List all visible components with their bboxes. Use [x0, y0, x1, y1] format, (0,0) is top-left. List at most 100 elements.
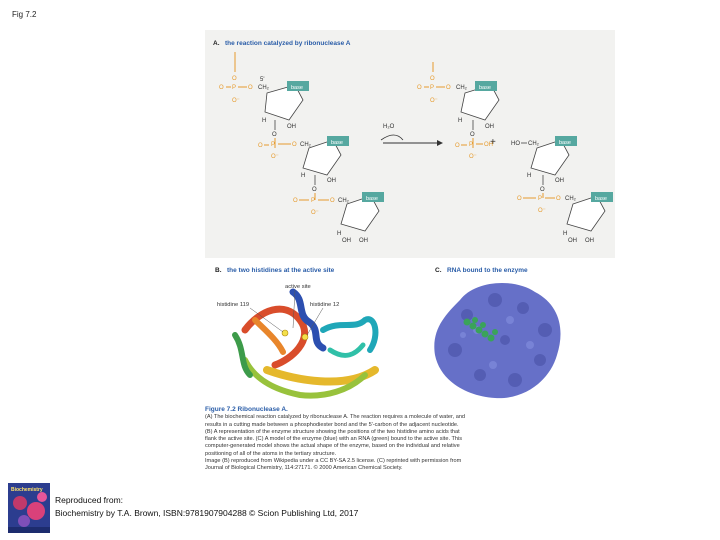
svg-text:H: H	[337, 231, 341, 237]
caption-line: computer-generated model shows the actua…	[205, 443, 460, 450]
svg-text:H: H	[527, 173, 531, 179]
svg-text:P: P	[469, 142, 473, 148]
svg-text:O: O	[540, 187, 545, 193]
svg-text:base: base	[291, 85, 303, 91]
credit-line: Biochemistry by T.A. Brown, ISBN:9781907…	[55, 508, 359, 518]
figure-caption: Figure 7.2 Ribonuclease A. (A) The bioch…	[205, 406, 605, 473]
caption-line: results in a cutting made between a phos…	[205, 421, 459, 428]
svg-text:base: base	[559, 140, 571, 146]
svg-text:P: P	[311, 198, 315, 204]
source-credit: Reproduced from: Biochemistry by T.A. Br…	[55, 494, 358, 520]
svg-text:O: O	[258, 143, 263, 149]
svg-text:base: base	[331, 140, 343, 146]
svg-text:CH₂: CH₂	[528, 141, 540, 147]
svg-text:O: O	[417, 85, 422, 91]
svg-text:CH₂: CH₂	[258, 85, 270, 91]
svg-text:5': 5'	[260, 77, 264, 83]
enzyme-ribbon-structure	[232, 288, 379, 399]
svg-text:O⁻: O⁻	[271, 154, 279, 160]
panel-b-title: the two histidines at the active site	[227, 267, 335, 274]
caption-title: Figure 7.2 Ribonuclease A.	[205, 406, 288, 413]
caption-line: positioning of all of the atoms in the t…	[205, 450, 337, 457]
svg-text:O⁻: O⁻	[232, 98, 240, 104]
plus-sign: +	[490, 137, 496, 148]
svg-text:P: P	[232, 85, 236, 91]
svg-text:O: O	[312, 187, 317, 193]
base-box	[362, 192, 384, 202]
svg-text:CH₂: CH₂	[338, 198, 350, 204]
rna-strand	[463, 317, 498, 342]
svg-text:O⁻: O⁻	[430, 98, 438, 104]
svg-text:O: O	[430, 76, 435, 82]
svg-text:O: O	[272, 132, 277, 138]
svg-text:OH: OH	[327, 178, 336, 184]
phosphate-group: O P O⁻ O	[258, 138, 297, 160]
base-box	[327, 136, 349, 146]
svg-text:O: O	[248, 85, 253, 91]
svg-text:O: O	[292, 142, 297, 148]
svg-text:O: O	[293, 198, 298, 204]
svg-text:H: H	[563, 231, 567, 237]
svg-text:O: O	[470, 132, 475, 138]
phosphate-group: O P O⁻ O	[293, 193, 335, 216]
svg-text:O: O	[219, 85, 224, 91]
svg-text:OH: OH	[485, 124, 494, 130]
svg-text:O⁻: O⁻	[469, 154, 477, 160]
svg-text:CH₂: CH₂	[300, 142, 312, 148]
panel-c-title: RNA bound to the enzyme	[447, 267, 528, 274]
svg-text:CH₂: CH₂	[456, 85, 468, 91]
svg-text:O⁻: O⁻	[538, 208, 546, 214]
panel-a-title: the reaction catalyzed by ribonuclease A	[225, 40, 351, 47]
substrate-trinucleotide: O O P O⁻ O 5' CH₂ base H O OH O P O⁻ O C…	[219, 52, 384, 244]
caption-line: Journal of Biological Chemistry, 114:271…	[205, 465, 403, 472]
label-histidine-12: histidine 12	[310, 302, 339, 308]
svg-text:P: P	[430, 85, 434, 91]
reaction-arrow: H₂O	[380, 124, 443, 146]
product-nucleotide: O O P O⁻ O CH₂ base H O OH O P O⁻ OH	[417, 62, 500, 160]
svg-text:O: O	[330, 198, 335, 204]
svg-text:base: base	[366, 196, 378, 202]
svg-text:P: P	[271, 142, 275, 148]
enzyme-surface-model	[434, 282, 561, 399]
svg-text:base: base	[595, 196, 607, 202]
caption-line: (A) The biochemical reaction catalyzed b…	[205, 414, 466, 421]
svg-text:OH: OH	[287, 124, 296, 130]
svg-text:base: base	[479, 85, 491, 91]
svg-text:O: O	[556, 196, 561, 202]
svg-text:O: O	[517, 196, 522, 202]
base-box	[287, 81, 309, 91]
caption-line: flank the active site. (C) A model of th…	[205, 436, 463, 443]
svg-text:OH: OH	[555, 178, 564, 184]
credit-line: Reproduced from:	[55, 495, 124, 505]
svg-text:OH: OH	[359, 238, 368, 244]
svg-text:H₂O: H₂O	[383, 124, 395, 130]
svg-text:OH: OH	[568, 238, 577, 244]
svg-text:OH: OH	[484, 142, 493, 148]
svg-text:O⁻: O⁻	[311, 210, 319, 216]
book-title: Biochemistry	[11, 487, 43, 493]
svg-text:O: O	[455, 143, 460, 149]
svg-text:HO: HO	[511, 141, 520, 147]
label-histidine-119: histidine 119	[217, 302, 249, 308]
svg-text:OH: OH	[585, 238, 594, 244]
label-active-site: active site	[285, 284, 311, 290]
book-cover-thumbnail: Biochemistry	[8, 483, 50, 533]
panel-b-letter: B.	[215, 267, 222, 274]
book-cover-art	[8, 483, 50, 533]
phosphate-group: O O P O⁻ O	[219, 52, 253, 104]
svg-text:CH₂: CH₂	[565, 196, 577, 202]
slide-label: Fig 7.2	[12, 10, 37, 19]
svg-text:O: O	[232, 76, 237, 82]
svg-text:H: H	[262, 118, 266, 124]
caption-line: (B) A representation of the enzyme struc…	[205, 428, 460, 435]
caption-line: Image (B) reproduced from Wikipedia unde…	[205, 458, 462, 465]
svg-text:H: H	[301, 173, 305, 179]
panel-a-background	[205, 30, 615, 258]
svg-text:H: H	[458, 118, 462, 124]
product-nucleotide: HO CH₂ base H O OH O P O⁻ O CH₂ base H O…	[511, 136, 613, 244]
svg-text:OH: OH	[342, 238, 351, 244]
svg-text:P: P	[538, 196, 542, 202]
svg-text:O: O	[446, 85, 451, 91]
panel-a-letter: A.	[213, 40, 220, 47]
figure-7-2: A. the reaction catalyzed by ribonucleas…	[205, 30, 615, 399]
